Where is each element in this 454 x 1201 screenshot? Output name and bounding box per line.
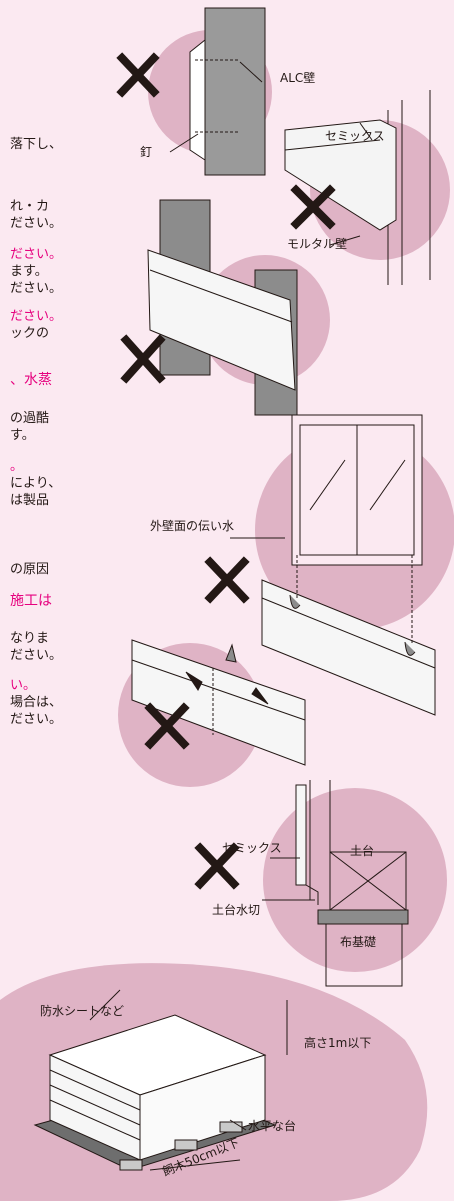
mortar-wall-illustration	[284, 90, 431, 285]
left-text-line-20: 場合は、	[10, 695, 63, 710]
left-text-line-21: ださい。	[10, 712, 63, 727]
left-text-line-12: 。	[10, 459, 24, 474]
left-text-line-19: い。	[10, 678, 37, 693]
window-illustration	[230, 414, 436, 716]
left-text-line-9: 、水蒸	[10, 372, 52, 388]
cross-mark-window	[204, 556, 250, 604]
left-text-line-11: す。	[10, 428, 35, 443]
storage-stack-illustration	[33, 989, 288, 1171]
left-text-line-3: ださい。	[10, 216, 63, 231]
left-text-line-4: ださい。	[10, 247, 63, 262]
sill-detail-circle	[263, 788, 447, 972]
label-dodai-mizukiri: 土台水切	[212, 903, 261, 917]
left-text-line-6: ださい。	[10, 281, 63, 296]
label-cemix-1: セミックス	[325, 129, 385, 143]
left-text-line-7: ださい。	[10, 309, 63, 324]
label-height: 高さ1m以下	[304, 1036, 372, 1050]
steel-frame-illustration	[147, 199, 298, 416]
label-exterior-water: 外壁面の伝い水	[150, 519, 235, 533]
left-text-line-5: ます。	[10, 264, 48, 279]
cross-mark-mortar	[290, 184, 336, 230]
left-text-line-2: れ・カ	[10, 199, 50, 214]
label-alc-wall: ALC壁	[280, 71, 316, 85]
left-text-line-10: の過酷	[10, 411, 50, 426]
panel-joint-illustration	[131, 639, 306, 766]
left-text-line-8: ックの	[10, 326, 50, 341]
label-nail: 釘	[140, 145, 153, 159]
left-text-line-17: なりま	[10, 631, 50, 646]
label-dodai: 土台	[350, 844, 375, 858]
cross-mark-joint	[144, 702, 190, 750]
alc-wall-illustration	[169, 7, 266, 176]
left-text-line-16: 施工は	[10, 593, 52, 609]
left-text-line-15: の原因	[10, 562, 50, 577]
label-cemix-2: セミックス	[222, 841, 282, 855]
cross-mark-steel	[120, 334, 166, 384]
label-waterproof-sheet: 防水シートなど	[40, 1004, 125, 1018]
left-text-line-18: ださい。	[10, 648, 63, 663]
label-nunokiso: 布基礎	[340, 935, 377, 949]
left-text-line-1: 落下し、	[10, 137, 63, 152]
label-mortar-wall: モルタル壁	[287, 237, 348, 251]
sill-illustration	[262, 780, 409, 987]
cross-mark-alc	[116, 52, 160, 98]
left-text-line-14: は製品	[10, 493, 50, 508]
label-level-stand: 水平な台	[248, 1119, 297, 1133]
left-text-line-13: により、	[10, 476, 62, 491]
cross-mark-sill	[194, 842, 240, 890]
